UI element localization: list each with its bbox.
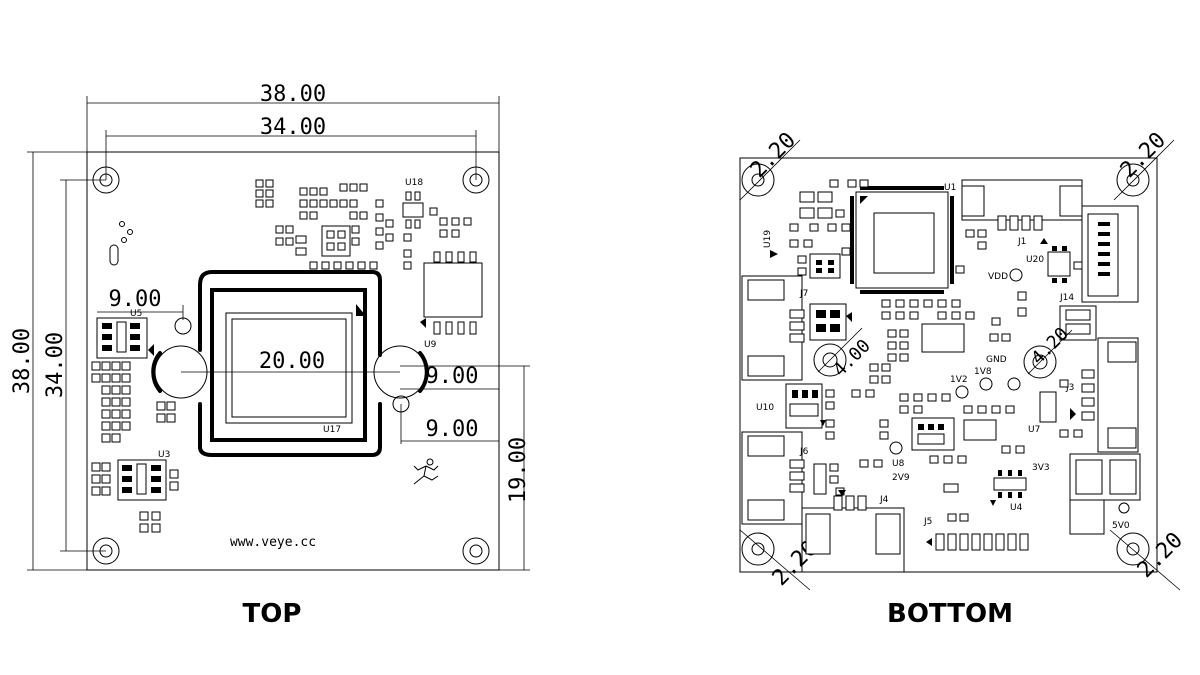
top-dim-right-group: 9.00 9.00 19.00 <box>400 364 531 571</box>
bottom-left-connectors: J7 J6 <box>741 275 852 525</box>
dim-text-hole-br: 2.20 <box>1133 528 1188 583</box>
label-u1: U1 <box>944 183 956 193</box>
top-u5-component: U5 <box>96 309 154 359</box>
label-u17: U17 <box>323 425 341 435</box>
label-u18: U18 <box>405 178 423 188</box>
caption-bottom: BOTTOM <box>887 599 1013 629</box>
bottom-u8-area: U8 2V9 3V3 <box>859 441 1050 493</box>
top-view: 38.00 34.00 38.00 34.00 <box>10 82 531 629</box>
dim-text-hole-spacing-x: 34.00 <box>260 115 326 140</box>
label-u10: U10 <box>756 403 774 413</box>
top-dim-hole-spacing-y: 34.00 <box>43 179 106 552</box>
website-text: www.veye.cc <box>230 535 316 550</box>
dim-text-mid-left: 4.00 <box>829 335 875 381</box>
label-j5: J5 <box>923 517 932 527</box>
label-j1: J1 <box>1017 237 1026 247</box>
dim-text-board-height: 38.00 <box>10 328 35 394</box>
dim-text-hole-tr: 2.20 <box>1116 128 1171 183</box>
top-dim-hole-spacing-x: 34.00 <box>105 115 477 180</box>
bottom-right-side-connectors <box>1081 337 1139 453</box>
top-dim-u5-offset: 9.00 <box>97 287 184 320</box>
bottom-u10-component: U10 <box>756 383 835 440</box>
top-passive-column <box>91 361 176 443</box>
running-man-logo <box>413 458 439 485</box>
label-u9: U9 <box>424 340 437 350</box>
bottom-j6-passives <box>813 463 846 496</box>
label-j7: J7 <box>799 289 808 299</box>
bottom-board-outline <box>739 157 1158 573</box>
label-j3: J3 <box>1065 383 1074 393</box>
top-sensor-assembly: U17 <box>151 270 429 457</box>
top-dim-lens-spacing: 20.00 <box>181 349 400 374</box>
bottom-mounting-holes <box>741 163 1150 566</box>
label-u3: U3 <box>158 450 170 460</box>
bottom-u7-component: U7 J3 <box>911 379 1083 451</box>
bottom-u20-area: VDD U20 <box>988 238 1083 283</box>
caption-top: TOP <box>243 599 302 629</box>
label-u8: U8 <box>892 459 905 469</box>
top-u18-component: U18 <box>402 178 472 270</box>
label-j14: J14 <box>1059 293 1074 303</box>
bottom-u4-component: U4 <box>990 470 1027 513</box>
label-5v0: 5V0 <box>1112 521 1130 531</box>
label-j6: J6 <box>799 447 809 457</box>
label-1v2: 1V2 <box>950 375 968 385</box>
dim-text-right-height: 19.00 <box>506 437 531 503</box>
dim-text-right-offset-1: 9.00 <box>426 364 479 389</box>
bottom-dim-mid-left: 4.00 <box>813 327 875 381</box>
label-1v8: 1V8 <box>974 367 992 377</box>
bottom-j4-connector: J4 <box>801 495 905 573</box>
label-3v3: 3V3 <box>1032 463 1050 473</box>
top-u3-component: U3 <box>91 450 179 533</box>
dim-text-board-width: 38.00 <box>260 82 326 107</box>
top-upper-cluster <box>255 179 394 270</box>
label-u20: U20 <box>1026 255 1044 265</box>
label-vdd: VDD <box>988 272 1008 282</box>
label-u5: U5 <box>130 309 142 319</box>
dim-text-hole-spacing-y: 34.00 <box>43 332 68 398</box>
bottom-right-connector: J14 <box>1059 205 1139 341</box>
top-board-outline <box>86 151 500 571</box>
top-dim-board-height: 38.00 <box>10 151 87 571</box>
label-2v9: 2V9 <box>892 473 910 483</box>
bottom-j5-connector: J5 <box>923 513 1029 551</box>
label-u4: U4 <box>1010 503 1023 513</box>
top-dim-board-width: 38.00 <box>86 82 500 152</box>
dim-text-lens-spacing: 20.00 <box>259 349 325 374</box>
top-u9-component: U9 <box>420 251 483 350</box>
label-u7: U7 <box>1028 425 1040 435</box>
bottom-j1-connector: J1 <box>955 179 1083 274</box>
label-j4: J4 <box>879 495 889 505</box>
bottom-u1-component: U1 <box>850 183 956 294</box>
label-u19: U19 <box>763 230 773 248</box>
label-gnd: GND <box>986 355 1007 365</box>
bottom-dim-mid-right: 4.20 <box>1023 323 1073 379</box>
dim-text-right-offset-2: 9.00 <box>426 417 479 442</box>
bottom-view: 2.20 2.20 2.20 2.20 U1 <box>739 128 1188 629</box>
bottom-5v0-area: 5V0 <box>1069 453 1141 535</box>
dim-text-u5-offset: 9.00 <box>109 287 162 312</box>
bottom-center-passives: GND 1V2 1V8 <box>851 291 1027 440</box>
bottom-tl-passives: U19 <box>763 179 869 279</box>
